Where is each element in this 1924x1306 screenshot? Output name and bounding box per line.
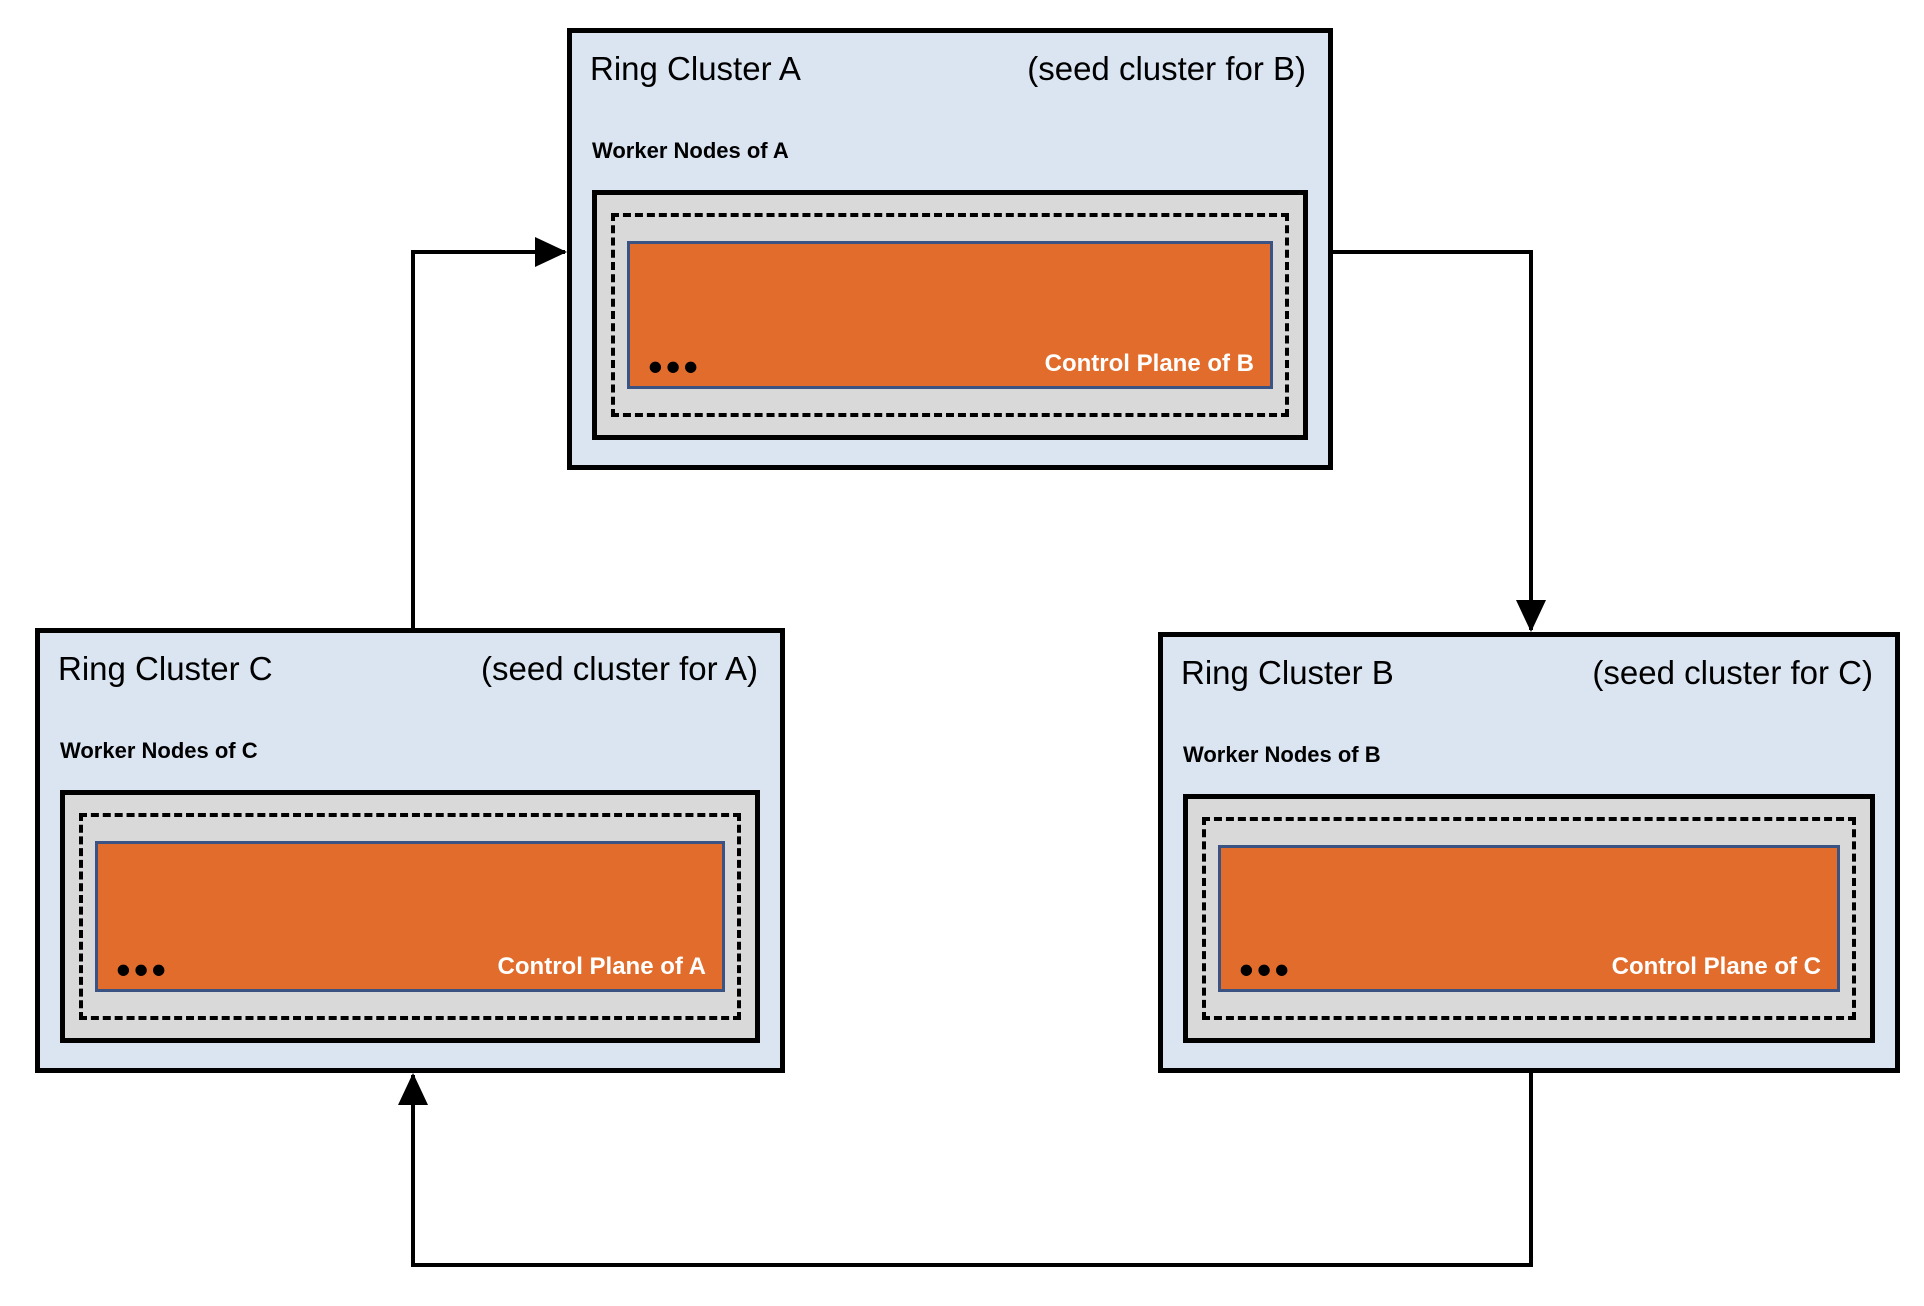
cluster-b-title: Ring Cluster B — [1181, 654, 1394, 691]
cluster-b-dashed-boundary: ••• Control Plane of C — [1202, 817, 1856, 1020]
cluster-a-worker-nodes-box: ••• Control Plane of B — [592, 190, 1308, 440]
cluster-a: Ring Cluster A (seed cluster for B) Work… — [567, 28, 1333, 470]
cluster-b-title-row: Ring Cluster B (seed cluster for C) — [1181, 653, 1873, 693]
arrow-a-to-b — [1333, 250, 1546, 632]
cluster-a-worker-nodes-label: Worker Nodes of A — [592, 138, 789, 163]
cluster-c-dashed-boundary: ••• Control Plane of A — [79, 813, 741, 1020]
cluster-b-seed-note: (seed cluster for C) — [1592, 654, 1873, 691]
cluster-a-control-plane-box: ••• Control Plane of B — [627, 241, 1273, 389]
cluster-b-worker-nodes-box: ••• Control Plane of C — [1183, 794, 1875, 1043]
cluster-a-dashed-boundary: ••• Control Plane of B — [611, 213, 1289, 417]
cluster-a-seed-note: (seed cluster for B) — [1027, 50, 1306, 87]
cluster-b-control-plane-box: ••• Control Plane of C — [1218, 845, 1840, 992]
cluster-a-control-plane-label: Control Plane of B — [1044, 350, 1254, 377]
cluster-c-worker-nodes-box: ••• Control Plane of A — [60, 790, 760, 1043]
cluster-c-seed-note: (seed cluster for A) — [481, 650, 758, 687]
cluster-a-title: Ring Cluster A — [590, 50, 801, 87]
cluster-b-control-plane-label: Control Plane of C — [1611, 953, 1821, 980]
ellipsis-dots-icon: ••• — [648, 343, 702, 390]
cluster-a-title-row: Ring Cluster A (seed cluster for B) — [590, 49, 1306, 89]
cluster-c-control-plane-box: ••• Control Plane of A — [95, 841, 725, 992]
ellipsis-dots-icon: ••• — [116, 946, 170, 993]
cluster-c-control-plane-label: Control Plane of A — [497, 953, 706, 980]
cluster-c-title: Ring Cluster C — [58, 650, 273, 687]
arrow-c-to-a — [411, 237, 567, 628]
arrow-b-to-c — [398, 1073, 1533, 1267]
cluster-c-worker-nodes-label: Worker Nodes of C — [60, 738, 258, 763]
ellipsis-dots-icon: ••• — [1239, 946, 1293, 993]
cluster-c: Ring Cluster C (seed cluster for A) Work… — [35, 628, 785, 1073]
cluster-b: Ring Cluster B (seed cluster for C) Work… — [1158, 632, 1900, 1073]
cluster-c-title-row: Ring Cluster C (seed cluster for A) — [58, 649, 758, 689]
cluster-b-worker-nodes-label: Worker Nodes of B — [1183, 742, 1381, 767]
